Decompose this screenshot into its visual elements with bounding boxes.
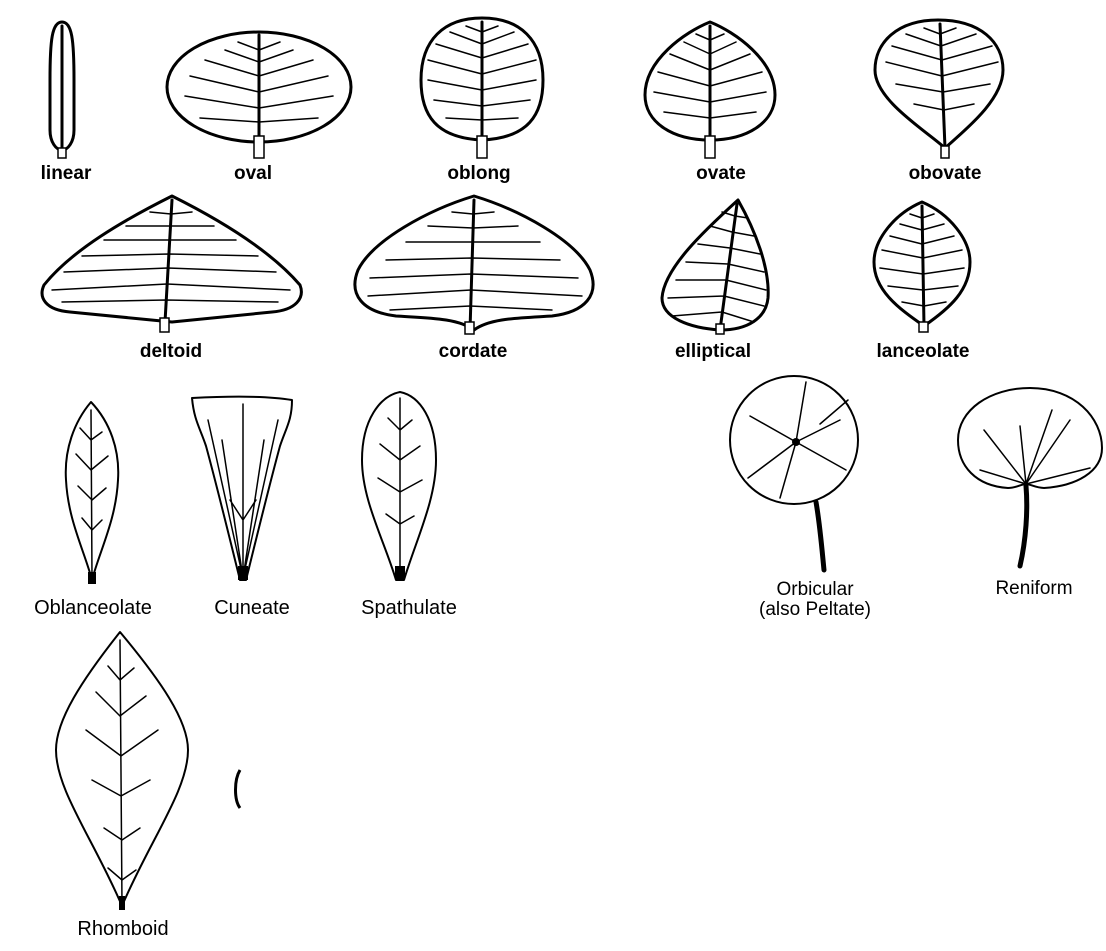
leaf-elliptical [662, 200, 768, 334]
label-cuneate: Cuneate [214, 597, 290, 620]
label-ovate: ovate [696, 163, 746, 185]
label-cordate: cordate [439, 341, 508, 363]
label-spathulate: Spathulate [361, 597, 457, 620]
label-oblanceolate: Oblanceolate [34, 597, 152, 620]
label-elliptical: elliptical [675, 341, 751, 363]
leaf-oblong [421, 18, 543, 158]
label-deltoid: deltoid [140, 341, 202, 363]
label-reniform: Reniform [995, 578, 1072, 600]
leaf-rhomboid [56, 632, 188, 910]
label-linear: linear [41, 163, 92, 185]
leaf-reniform [958, 388, 1102, 566]
leaf-spathulate [362, 392, 436, 580]
blank-area [244, 620, 1106, 951]
leaf-obovate [875, 20, 1003, 158]
label-obovate: obovate [909, 163, 982, 185]
label-lanceolate: lanceolate [877, 341, 970, 363]
leaf-linear [50, 22, 74, 158]
leaf-cordate [355, 196, 593, 334]
leaf-deltoid [42, 196, 301, 332]
partial-leaf-fragment [236, 770, 241, 808]
label-oblong: oblong [447, 163, 510, 185]
leaf-oblanceolate [66, 402, 119, 584]
label-orbicular-line1: Orbicular [759, 580, 871, 600]
label-orbicular-line2: (also Peltate) [759, 600, 871, 620]
leaf-oval [167, 32, 351, 158]
label-rhomboid: Rhomboid [77, 918, 168, 941]
label-orbicular: Orbicular (also Peltate) [759, 580, 871, 620]
leaf-cuneate [192, 397, 292, 580]
leaf-orbicular [730, 376, 858, 570]
leaf-lanceolate [874, 202, 970, 332]
leaf-ovate [645, 22, 775, 158]
label-oval: oval [234, 163, 272, 185]
